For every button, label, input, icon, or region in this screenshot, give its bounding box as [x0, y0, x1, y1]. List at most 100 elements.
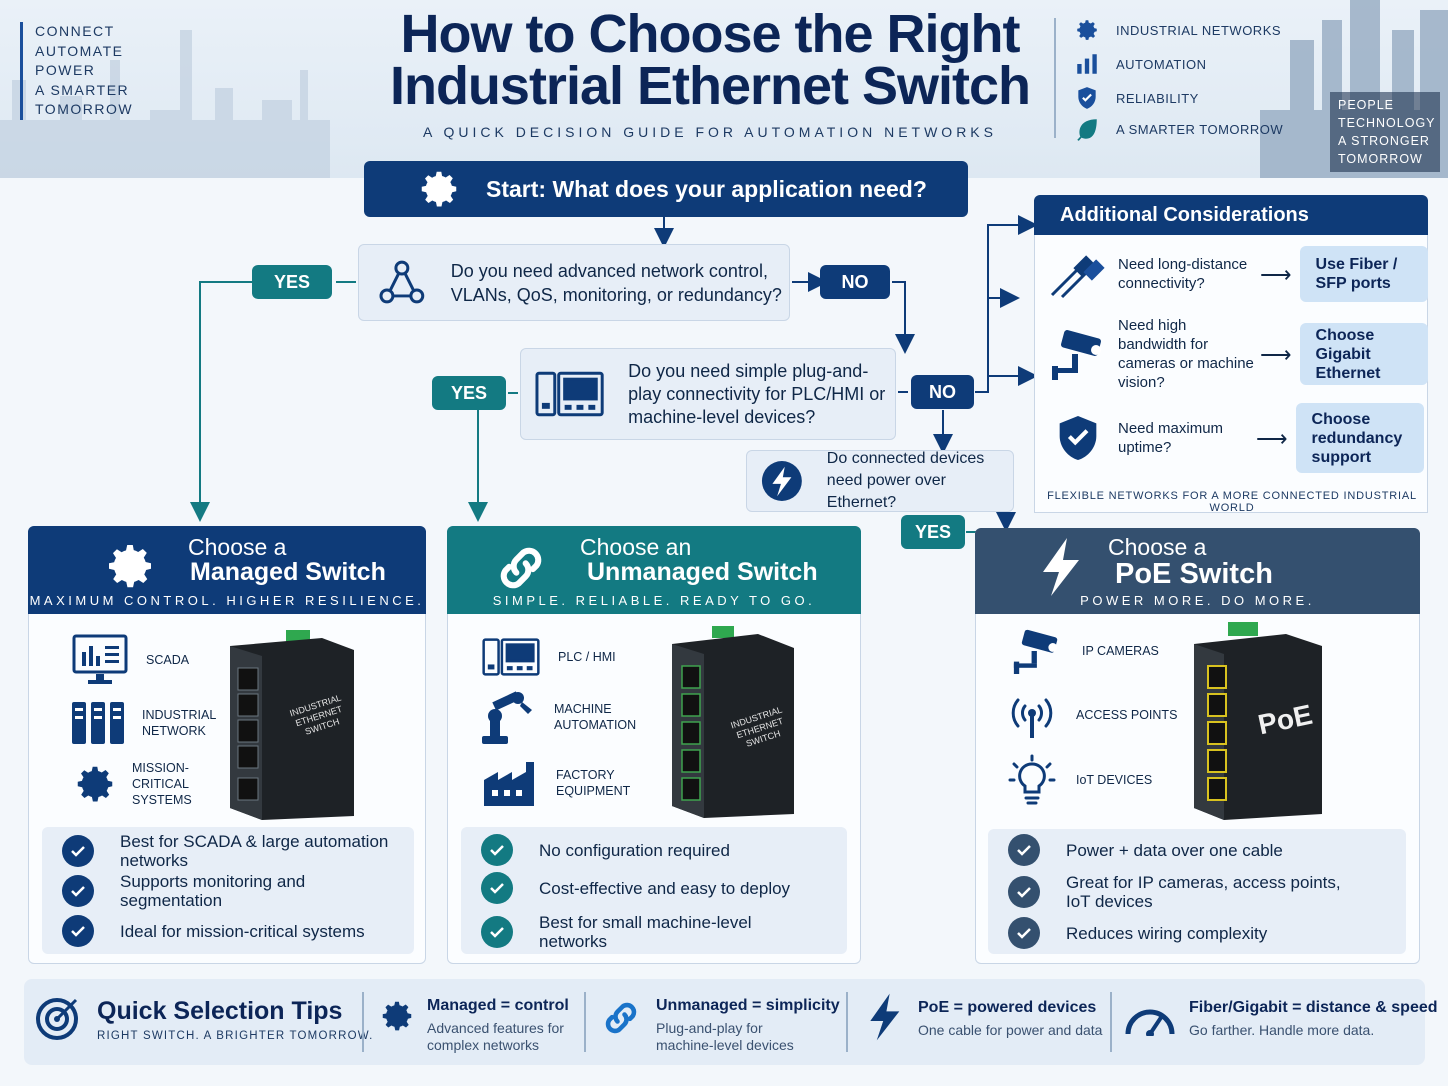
tips-divider [362, 992, 364, 1052]
arrow-right-icon: ⟶ [1256, 425, 1288, 451]
yes-label: YES [432, 376, 506, 410]
tip-description: Advanced features for complex networks [427, 1020, 564, 1053]
question-plug-and-play: Do you need simple plug-and-play connect… [520, 348, 896, 440]
tagline-line: TECHNOLOGY [1338, 116, 1436, 130]
shield-icon [1059, 416, 1097, 460]
header-divider [1054, 18, 1056, 138]
header-feature-reliability: RELIABILITY [1074, 85, 1199, 111]
benefit-text: Power + data over one cable [1066, 840, 1283, 860]
link-icon [500, 547, 542, 589]
consideration-question: Need high bandwidth for cameras or machi… [1118, 317, 1254, 391]
benefit-text: Ideal for mission-critical systems [120, 921, 365, 941]
managed-benefits [42, 827, 414, 954]
use-case-iot-devices: IoT DEVICES [1006, 754, 1152, 806]
card-title: Unmanaged Switch [587, 558, 818, 586]
consideration-answer: Choose Gigabit Ethernet [1299, 323, 1428, 385]
benefit-text: Cost-effective and easy to deploy [539, 878, 791, 898]
tagline-line: PEOPLE [1338, 98, 1395, 112]
industrial-skyline-illustration [0, 0, 1448, 178]
consideration-row-bandwidth: Need high bandwidth for cameras or machi… [1034, 317, 1428, 391]
checkmark-icon [481, 834, 513, 866]
benefit-text: No configuration required [539, 840, 730, 860]
target-icon [36, 998, 78, 1040]
consideration-answer: Choose redundancy support [1295, 403, 1424, 473]
tip-description: Go farther. Handle more data. [1189, 1022, 1375, 1038]
leaf-icon [1077, 119, 1097, 141]
wifi-antenna-icon [1011, 698, 1053, 738]
benefit-item: Great for IP cameras, access points, IoT… [1008, 873, 1398, 911]
question-text: Do connected devices need power over Eth… [826, 450, 985, 511]
gear-icon [382, 1001, 412, 1031]
unmanaged-switch-device: INDUSTRIAL ETHERNET SWITCH [672, 626, 796, 818]
question-power-over-ethernet: Do connected devices need power over Eth… [746, 450, 1014, 512]
tagline-line: AUTOMATE [35, 42, 124, 59]
use-case-plc-hmi: PLC / HMI [482, 636, 616, 678]
unmanaged-benefits [461, 827, 847, 954]
tip-description: One cable for power and data [918, 1022, 1103, 1038]
benefit-text: Best for small machine-level networks [539, 913, 752, 951]
tips-title: Quick Selection Tips [97, 997, 343, 1025]
tagline-line: CONNECT [35, 23, 115, 39]
start-step: Start: What does your application need? [364, 161, 968, 217]
use-case-label: MISSION-CRITICAL SYSTEMS [132, 761, 192, 807]
lightning-icon [1043, 538, 1079, 596]
benefit-item: No configuration required [481, 834, 831, 866]
checkmark-icon [62, 875, 94, 907]
no-label: NO [820, 265, 890, 299]
lightning-icon [761, 461, 802, 501]
monitor-chart-icon [72, 634, 128, 684]
network-nodes-icon [379, 260, 425, 303]
poe-switch-device: PoE [1194, 622, 1322, 820]
tips-divider [846, 992, 848, 1052]
benefit-item: Best for small machine-level networks [481, 913, 831, 951]
robot-arm-icon [482, 691, 532, 744]
checkmark-icon [481, 916, 513, 948]
benefit-text: Supports monitoring and segmentation [120, 872, 306, 910]
arrow-right-icon: ⟶ [1260, 261, 1292, 287]
checkmark-icon [481, 872, 513, 904]
yes-label: YES [901, 515, 965, 549]
yes-label: YES [252, 265, 332, 299]
benefit-item: Reduces wiring complexity [1008, 917, 1398, 949]
tagline-line: TOMORROW [35, 101, 134, 117]
use-case-access-points: ACCESS POINTS [1006, 692, 1177, 738]
poe-switch-header: Choose a PoE Switch POWER MORE. DO MORE. [975, 528, 1420, 614]
gear-icon [421, 171, 457, 207]
gear-icon [109, 545, 151, 588]
consideration-row-distance: Need long-distance connectivity? ⟶ Use F… [1034, 244, 1428, 304]
camera-icon [1052, 330, 1102, 380]
plc-hmi-icon [535, 371, 604, 417]
tagline-line: POWER [35, 62, 96, 78]
tip-description: Plug-and-play for machine-level devices [656, 1020, 794, 1053]
use-case-industrial-network: INDUSTRIAL NETWORK [72, 702, 222, 744]
use-case-scada: SCADA [72, 634, 189, 686]
card-title-prefix: Choose a [1108, 534, 1207, 560]
use-case-label: MACHINE AUTOMATION [554, 702, 637, 732]
benefit-item: Supports monitoring and segmentation [62, 872, 402, 910]
header-feature-label: INDUSTRIAL NETWORKS [1116, 22, 1282, 38]
camera-icon [1013, 629, 1058, 674]
unmanaged-switch-header: Choose an Unmanaged Switch SIMPLE. RELIA… [447, 526, 861, 614]
title-line-1: How to Choose the Right [400, 4, 1021, 64]
card-tagline: POWER MORE. DO MORE. [1080, 593, 1315, 608]
header-tagline-right: PEOPLE TECHNOLOGY A STRONGER TOMORROW [1330, 92, 1440, 172]
start-label: Start: What does your application need? [486, 175, 927, 202]
benefit-item: Ideal for mission-critical systems [62, 915, 402, 947]
consideration-row-uptime: Need maximum uptime? ⟶ Choose redundancy… [1034, 402, 1428, 474]
tips-divider [584, 992, 586, 1052]
benefit-item: Cost-effective and easy to deploy [481, 872, 831, 904]
bar-chart-icon [1077, 54, 1097, 74]
card-tagline: SIMPLE. RELIABLE. READY TO GO. [492, 593, 816, 608]
lightning-icon [870, 993, 900, 1041]
tagline-line: TOMORROW [1338, 152, 1423, 166]
checkmark-icon [1008, 876, 1040, 908]
checkmark-icon [62, 835, 94, 867]
card-title: PoE Switch [1115, 558, 1273, 590]
poe-benefits [988, 829, 1406, 954]
checkmark-icon [1008, 917, 1040, 949]
use-case-mission-critical: MISSION-CRITICAL SYSTEMS [72, 760, 232, 808]
consideration-answer: Use Fiber / SFP ports [1299, 246, 1428, 302]
checkmark-icon [1008, 834, 1040, 866]
benefit-item: Best for SCADA & large automation networ… [62, 832, 402, 870]
factory-icon [484, 762, 534, 806]
